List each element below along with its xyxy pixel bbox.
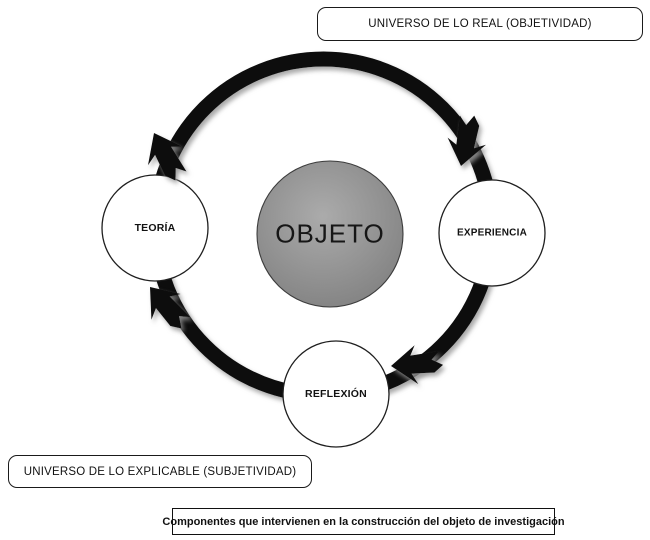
universe-real-label: UNIVERSO DE LO REAL (OBJETIVIDAD) (368, 18, 592, 30)
universe-explicable-label: UNIVERSO DE LO EXPLICABLE (SUBJETIVIDAD) (23, 465, 297, 478)
node-label-reflexion: REFLEXIÓN (305, 388, 367, 400)
universe-explicable-box: UNIVERSO DE LO EXPLICABLE (SUBJETIVIDAD) (8, 455, 312, 488)
center-node-label: OBJETO (275, 218, 385, 249)
arrow-to-teoria-icon (150, 287, 191, 329)
center-node-circle (256, 160, 404, 308)
arrow-to-experiencia-icon (447, 115, 486, 166)
universe-real-box: UNIVERSO DE LO REAL (OBJETIVIDAD) (317, 7, 643, 41)
cycle-arrows (147, 115, 486, 385)
node-label-experiencia: EXPERIENCIA (457, 227, 527, 239)
caption-label: Componentes que intervienen en la constr… (162, 515, 565, 528)
node-circle-reflexion (282, 340, 390, 448)
arrow-to-reflexion-icon (391, 345, 444, 385)
node-label-teoria: TEORÍA (134, 222, 176, 234)
caption-box: Componentes que intervienen en la constr… (162, 508, 565, 535)
node-circle-teoria (101, 174, 209, 282)
node-circle-experiencia (438, 179, 546, 287)
arrow-from-teoria-icon (147, 133, 187, 181)
